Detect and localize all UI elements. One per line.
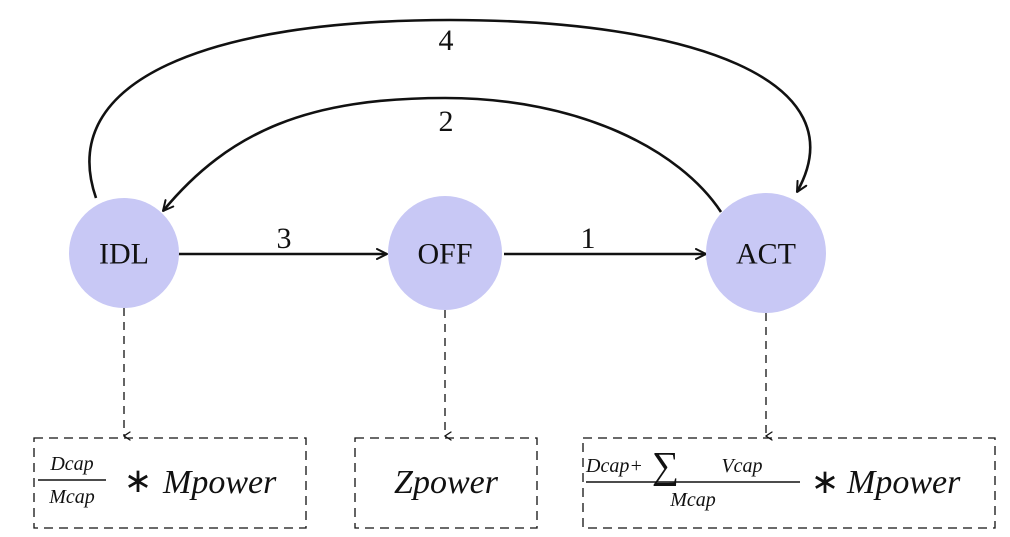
idl-formula-numerator: Dcap xyxy=(49,453,93,475)
edge-3-label: 3 xyxy=(277,222,292,255)
off-formula-value: Zpower xyxy=(394,464,499,501)
act-formula-sum-symbol: ∑ xyxy=(652,445,679,487)
state-act-label: ACT xyxy=(736,238,796,271)
idl-formula-factor: Mpower xyxy=(162,464,277,501)
act-formula-numerator-b: Vcap xyxy=(721,455,762,477)
edge-4-label: 4 xyxy=(439,24,454,57)
edge-2-curve xyxy=(161,96,723,213)
idl-formula-denominator: Mcap xyxy=(48,486,95,508)
edge-1-label: 1 xyxy=(581,222,596,255)
idl-formula-box: Dcap Mcap ∗ Mpower xyxy=(33,437,307,529)
act-formula-denominator: Mcap xyxy=(669,489,716,511)
off-formula-box: Zpower xyxy=(354,437,538,529)
state-act: ACT xyxy=(706,193,826,313)
act-formula-operator: ∗ xyxy=(811,464,840,501)
edge-2-label: 2 xyxy=(439,105,454,138)
idl-formula-operator: ∗ xyxy=(124,463,153,500)
act-formula-box: Dcap+ ∑ Vcap Mcap ∗ Mpower xyxy=(582,437,996,529)
state-idl-label: IDL xyxy=(99,238,149,271)
act-formula-numerator-a: Dcap+ xyxy=(585,455,643,477)
state-off-label: OFF xyxy=(417,238,472,271)
state-off: OFF xyxy=(388,196,502,310)
state-idl: IDL xyxy=(69,198,179,308)
act-formula-factor: Mpower xyxy=(846,464,961,501)
edge-4-curve xyxy=(88,18,812,199)
